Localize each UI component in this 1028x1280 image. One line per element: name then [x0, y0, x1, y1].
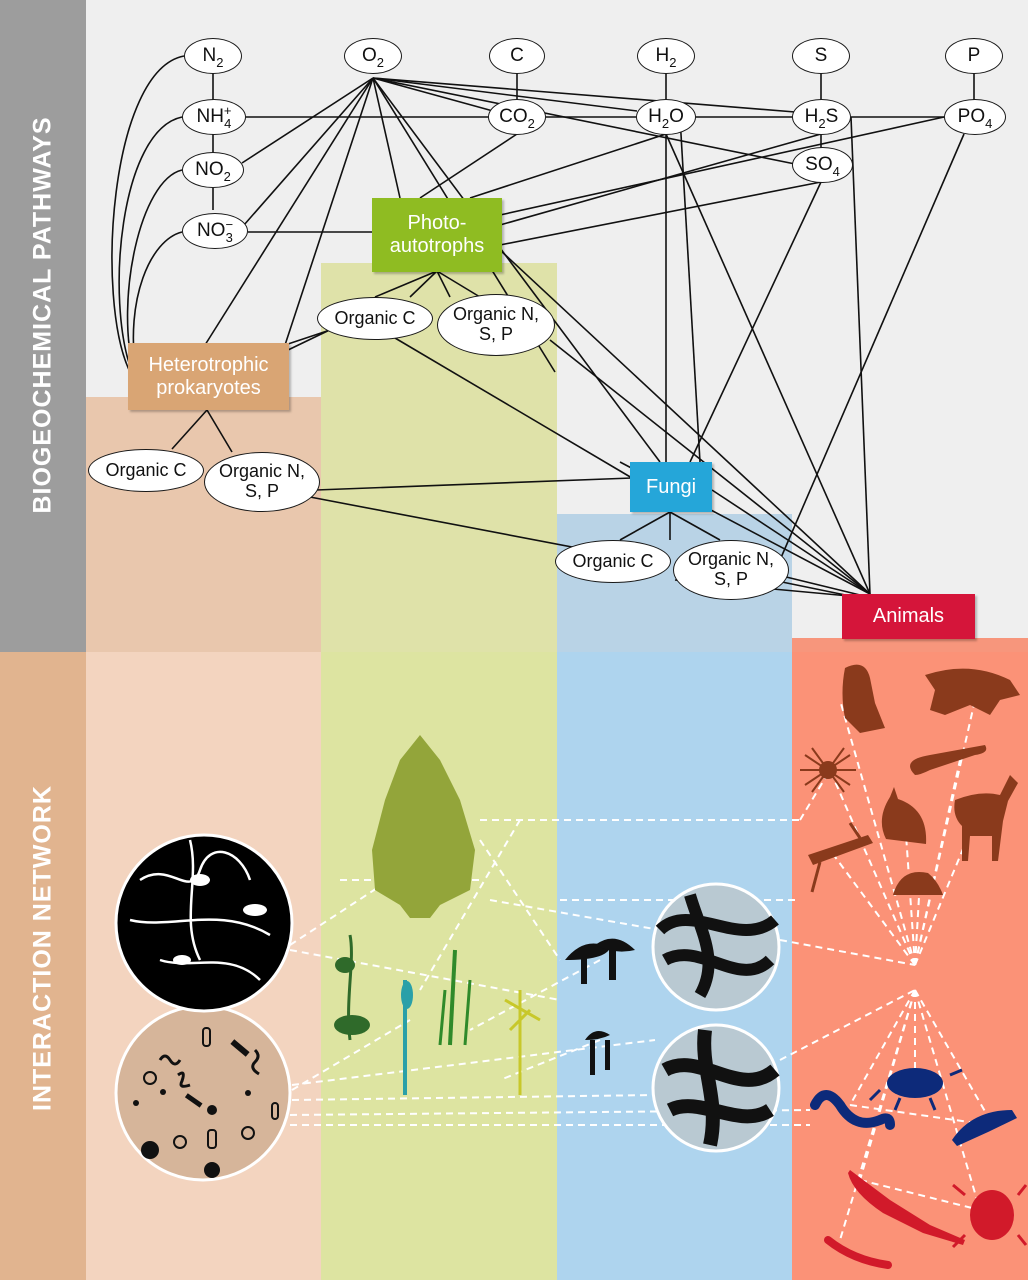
salamander-icon: [848, 1170, 965, 1245]
mushroom-icon: [565, 938, 635, 1075]
nh4-formula-scripts: +4: [224, 104, 232, 130]
no3-sup: −: [225, 217, 234, 232]
worm-icon: [810, 1090, 895, 1130]
hyphae-icon: [651, 882, 781, 1012]
po4-node: PO 4: [944, 99, 1006, 135]
microbe-icon: [114, 1004, 292, 1182]
no2-formula-scripts: 2: [224, 157, 231, 183]
h2s-formula-scripts: 2: [818, 104, 825, 130]
h2o-sub: 2: [661, 116, 670, 131]
heterotroph-column-top: [86, 397, 321, 652]
photo-organic-nsp: Organic N, S, P: [437, 294, 555, 356]
so4-sub: 4: [832, 164, 840, 179]
po4-formula-scripts: 4: [985, 104, 992, 130]
snail-icon: [893, 871, 943, 895]
mite-icon: [951, 1183, 1028, 1249]
h2-formula-scripts: 2: [669, 43, 676, 69]
c-node: C: [489, 38, 545, 74]
h2o-formula-tail: O: [669, 105, 684, 127]
no3-node: NO−3: [182, 213, 248, 249]
so4-formula-base: SO: [805, 153, 833, 175]
no2-node: NO 2: [182, 152, 244, 188]
hyphae-icon: [114, 833, 294, 1013]
o2-node: O 2: [344, 38, 402, 74]
po4-formula-base: PO: [957, 105, 986, 127]
no3-formula-scripts: −3: [225, 218, 233, 244]
pathway-lines: [111, 55, 975, 599]
lizard-icon: [910, 745, 987, 775]
rabbit-icon: [881, 787, 927, 844]
o2-formula-base: O: [361, 44, 377, 66]
h2o-formula-scripts: 2: [662, 104, 669, 130]
fungi-label: Fungi: [645, 475, 697, 498]
no2-sub: 2: [223, 169, 231, 184]
hyphae-icon: [651, 1023, 781, 1153]
co2-formula-scripts: 2: [528, 104, 535, 130]
spider-icon: [800, 747, 856, 793]
animals-label: Animals: [872, 605, 945, 627]
grasshopper-icon: [808, 822, 873, 893]
n2-formula-scripts: 2: [216, 43, 223, 69]
p-node: P: [945, 38, 1003, 74]
deer-icon: [954, 775, 1018, 861]
po4-sub: 4: [985, 116, 993, 131]
animals-box: Animals: [842, 594, 975, 639]
h2s-sub: 2: [818, 116, 826, 131]
o2-formula-scripts: 2: [377, 43, 384, 69]
biogeochemical-band: [0, 0, 86, 652]
h2-formula-base: H: [655, 44, 670, 66]
photoautotrophs-label: Photo- autotrophs: [389, 212, 485, 257]
fungi-organic-nsp: Organic N, S, P: [673, 540, 789, 600]
herb-icon: [334, 934, 541, 1095]
nh4-node: NH+4: [182, 99, 246, 135]
h2o-formula-base: H: [648, 105, 662, 127]
h2s-formula-tail: S: [825, 105, 839, 127]
s-formula-base: S: [814, 44, 828, 66]
h2s-formula-base: H: [804, 105, 819, 127]
n2-sub: 2: [216, 55, 224, 70]
c-formula-base: C: [510, 44, 524, 66]
fungi-box: Fungi: [630, 462, 712, 512]
eagle-icon: [842, 664, 885, 733]
nh4-formula-base: NH: [196, 105, 224, 127]
h2-sub: 2: [669, 55, 677, 70]
springtail-icon: [952, 1110, 1017, 1146]
beetle-icon: [868, 1068, 963, 1111]
wolf-icon: [925, 668, 1020, 715]
s-node: S: [792, 38, 850, 74]
heterotrophic-prokaryotes-box: Heterotrophic prokaryotes: [128, 343, 289, 410]
photoautotrophs-box: Photo- autotrophs: [372, 198, 502, 272]
fungi-organic-c: Organic C: [555, 540, 671, 583]
photo-organic-c: Organic C: [317, 297, 433, 340]
h2-node: H 2: [637, 38, 695, 74]
co2-formula-base: CO: [499, 105, 528, 127]
centipede-icon: [824, 1236, 892, 1269]
so4-node: SO 4: [792, 147, 853, 183]
het-organic-nsp: Organic N, S, P: [204, 452, 320, 512]
co2-sub: 2: [527, 116, 535, 131]
no2-formula-base: NO: [195, 158, 224, 180]
o2-sub: 2: [376, 55, 384, 70]
interaction-band: [0, 652, 86, 1280]
nh4-sup: +: [223, 103, 232, 118]
nh4-sub: 4: [224, 116, 232, 131]
co2-node: CO 2: [488, 99, 546, 135]
plant-column-bottom: [321, 652, 557, 1280]
n2-node: N 2: [184, 38, 242, 74]
animal-column-top: [792, 638, 1028, 652]
n2-formula-base: N: [202, 44, 217, 66]
animal-column-bottom: [792, 652, 1028, 1280]
no3-sub: 3: [225, 230, 233, 245]
no3-formula-base: NO: [196, 219, 226, 241]
p-formula-base: P: [967, 44, 981, 66]
heterotrophs-label: Heterotrophic prokaryotes: [148, 353, 269, 399]
het-organic-c: Organic C: [88, 449, 204, 492]
so4-formula-scripts: 4: [833, 152, 840, 178]
tree-icon: [372, 735, 475, 918]
